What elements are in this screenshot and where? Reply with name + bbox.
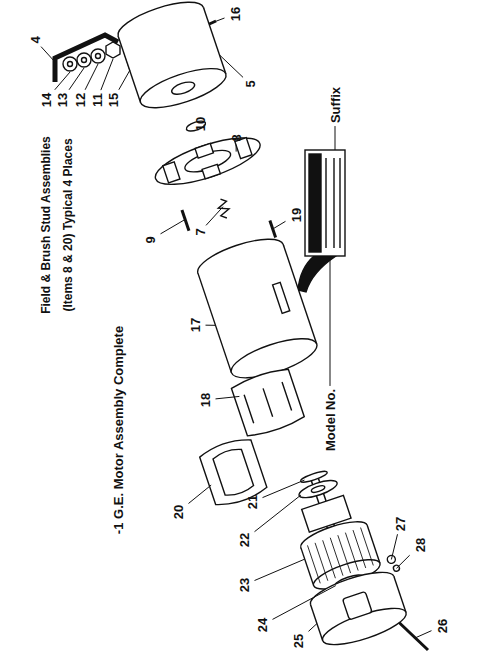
- callout-number: 13: [55, 93, 70, 107]
- callout-number: 21: [245, 495, 260, 509]
- callout-number: 20: [171, 505, 186, 519]
- washer: [63, 57, 77, 71]
- washer: [77, 53, 91, 67]
- nameplate: [305, 150, 345, 256]
- callout-number: 14: [39, 93, 54, 107]
- leader-line: [119, 70, 130, 90]
- nut: [106, 42, 120, 58]
- leader-line: [255, 495, 302, 532]
- callout-number: 25: [291, 634, 306, 648]
- callout-number: 19: [289, 208, 304, 222]
- leader-line: [161, 219, 186, 233]
- washer: [91, 49, 105, 63]
- callout-number: 23: [237, 578, 252, 592]
- note-text: Field & Brush Stud Assemblies (Items 8 &…: [35, 118, 79, 333]
- callout-number: 9: [143, 236, 158, 243]
- leader-line: [335, 126, 336, 150]
- callout-number: 8: [229, 134, 244, 141]
- callout-number: 28: [413, 538, 428, 552]
- callout-number: 11: [90, 93, 105, 107]
- leader-line: [219, 55, 243, 78]
- leader-line: [206, 207, 223, 226]
- leader-line: [41, 47, 55, 62]
- callout-number: 4: [28, 36, 43, 43]
- leader-line: [216, 396, 240, 398]
- callout-number: 26: [435, 619, 450, 633]
- brush-spring: [216, 197, 232, 219]
- leader-line: [214, 18, 225, 22]
- leader-line: [415, 631, 432, 638]
- callout-number: 15: [106, 93, 121, 107]
- callout-number: 17: [188, 318, 203, 332]
- callout-number: 22: [237, 533, 252, 547]
- leader-line: [263, 480, 305, 498]
- figure-title: -1 G.E. Motor Assembly Complete: [111, 326, 126, 534]
- callout-number: 5: [243, 80, 258, 87]
- part-label: Suffix: [328, 87, 343, 123]
- field-pole: [230, 366, 305, 439]
- leader-line: [391, 534, 397, 559]
- callout-number: 7: [193, 228, 208, 235]
- terminal-strap: [55, 35, 118, 82]
- leader-line: [273, 221, 286, 229]
- leader-line: [309, 624, 317, 632]
- leader-line: [85, 64, 98, 90]
- leader-line: [255, 559, 305, 580]
- leader-line: [273, 586, 336, 620]
- brush-holder-plate: [150, 128, 264, 193]
- leader-line: [69, 68, 84, 90]
- callout-number: 18: [198, 393, 213, 407]
- callout-number: 27: [393, 517, 408, 531]
- leader-line: [330, 256, 331, 386]
- leader-line: [236, 145, 237, 152]
- leader-line: [55, 72, 70, 90]
- callout-number: 10: [193, 117, 208, 131]
- field-coil: [198, 435, 268, 509]
- part-label: Model No.: [323, 389, 338, 451]
- callout-number: 24: [255, 618, 270, 632]
- leader-line: [396, 555, 409, 568]
- callout-number: 12: [73, 93, 88, 107]
- leader-line: [189, 485, 212, 503]
- leader-line: [206, 325, 216, 326]
- callout-number: 16: [228, 7, 243, 21]
- leader-line: [101, 59, 113, 90]
